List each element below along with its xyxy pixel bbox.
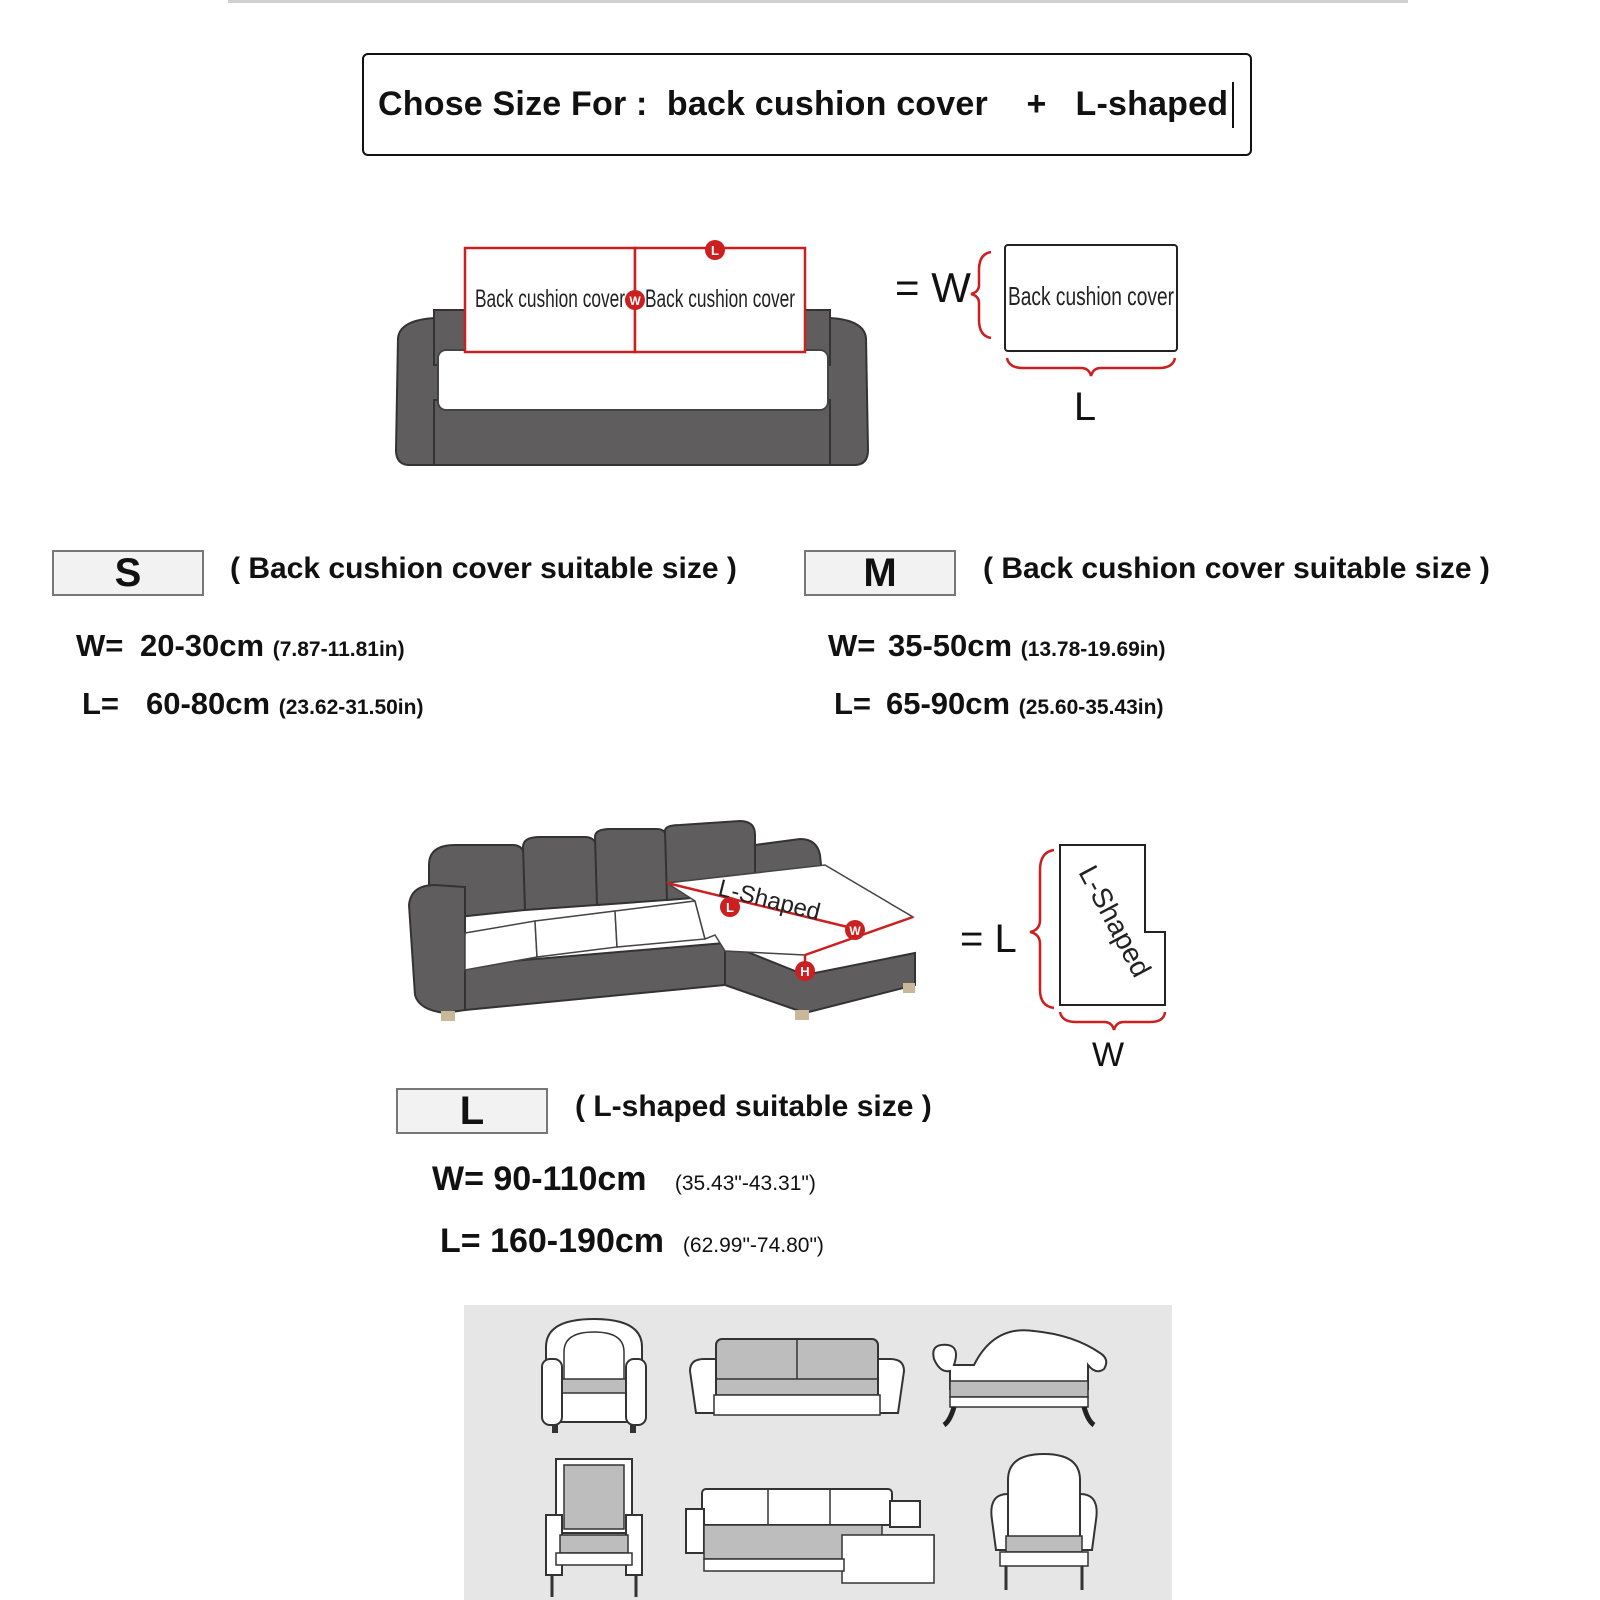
- size-s-width-value: 20-30cm: [140, 628, 265, 663]
- marker-l-dot: [705, 240, 725, 260]
- size-m-length-row: L= 65-90cm (25.60-35.43in): [834, 686, 1163, 722]
- size-m-length-label: L=: [834, 686, 872, 721]
- size-s-length-label: L=: [82, 686, 120, 721]
- sectional-sofa-icon: [685, 1488, 935, 1584]
- size-s-length-value: 60-80cm: [146, 686, 271, 721]
- title-text: Chose Size For : back cushion cover + L-…: [378, 85, 1229, 123]
- size-badge-m: M: [804, 550, 956, 596]
- size-l-length-inches: (62.99"-74.80"): [682, 1234, 824, 1257]
- size-m-length-value: 65-90cm: [886, 686, 1011, 721]
- size-s-width-row: W= 20-30cm (7.87-11.81in): [76, 628, 405, 664]
- size-l-description: ( L-shaped suitable size ): [575, 1090, 932, 1123]
- equals-w-label: = W: [895, 264, 971, 311]
- l-marker-text: L: [726, 900, 734, 915]
- size-s-length-inches: (23.62-31.50in): [278, 696, 424, 719]
- size-m-width-value: 35-50cm: [888, 628, 1013, 663]
- wing-chair-icon: [990, 1452, 1098, 1590]
- l-shaped-detail-diagram: = L L-Shaped W: [960, 844, 1167, 1074]
- top-divider: [228, 0, 1408, 3]
- w-marker-dot: [845, 920, 865, 940]
- size-l-length-row: L= 160-190cm (62.99"-74.80"): [440, 1222, 824, 1261]
- size-l-width-value: W= 90-110cm: [432, 1160, 647, 1198]
- size-badge-l: L: [396, 1088, 548, 1134]
- detail-cushion-label: Back cushion cover: [1008, 281, 1174, 311]
- size-m-width-inches: (13.78-19.69in): [1020, 638, 1166, 661]
- marker-w-dot: [625, 290, 645, 310]
- size-s-width-inches: (7.87-11.81in): [272, 638, 405, 661]
- size-s-length-row: L= 60-80cm (23.62-31.50in): [82, 686, 423, 722]
- detail-l-label: L: [1074, 385, 1096, 429]
- chaise-lounge-icon: [932, 1329, 1108, 1428]
- size-badge-s: S: [52, 550, 204, 596]
- size-m-width-row: W= 35-50cm (13.78-19.69in): [828, 628, 1165, 664]
- equals-l-label: = L: [960, 917, 1017, 961]
- size-m-length-inches: (25.60-35.43in): [1018, 696, 1164, 719]
- l-marker-dot: [720, 897, 740, 917]
- size-m-width-label: W=: [828, 628, 876, 663]
- size-title-banner: Chose Size For : back cushion cover + L-…: [362, 53, 1252, 156]
- h-marker-dot: [795, 961, 815, 981]
- size-l-length-value: L= 160-190cm: [440, 1222, 664, 1260]
- size-l-width-row: W= 90-110cm (35.43"-43.31"): [432, 1160, 816, 1199]
- tub-chair-icon: [541, 1317, 647, 1433]
- furniture-types-panel: [464, 1305, 1172, 1600]
- back-cushion-sofa-diagram: Back cushion cover Back cushion cover L …: [394, 240, 870, 466]
- size-s-width-label: W=: [76, 628, 124, 663]
- size-l-width-inches: (35.43"-43.31"): [674, 1172, 816, 1195]
- armchair-icon: [545, 1458, 643, 1597]
- cushion-label-right: Back cushion cover: [645, 285, 795, 313]
- marker-w-text: W: [629, 294, 641, 308]
- l-shaped-sofa-diagram: L-Shaped L W H: [407, 819, 916, 1021]
- two-seat-sofa-icon: [688, 1338, 906, 1416]
- detail-w-label: W: [1092, 1036, 1124, 1074]
- h-marker-text: H: [800, 964, 809, 979]
- back-cushion-detail-diagram: = W Back cushion cover L: [895, 244, 1178, 429]
- marker-l-text: L: [711, 243, 719, 258]
- size-m-description: ( Back cushion cover suitable size ): [983, 552, 1490, 585]
- cushion-label-left: Back cushion cover: [475, 285, 625, 313]
- text-cursor: [1232, 81, 1235, 128]
- size-s-description: ( Back cushion cover suitable size ): [230, 552, 737, 585]
- w-marker-text: W: [849, 924, 861, 938]
